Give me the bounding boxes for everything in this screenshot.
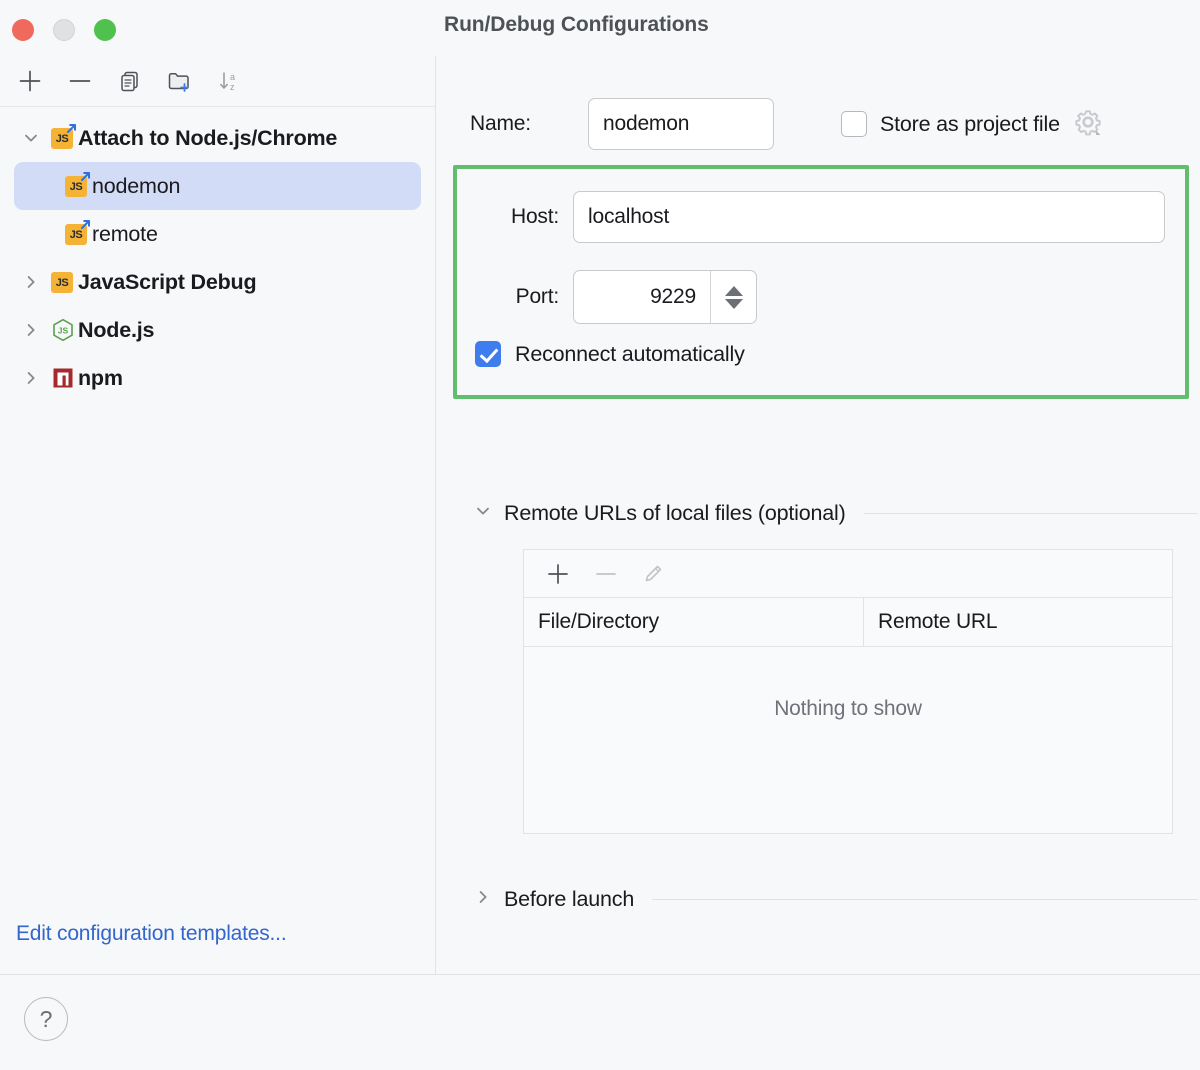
- tree-item-nodemon[interactable]: JS nodemon: [14, 162, 421, 210]
- column-header-file-directory: File/Directory: [524, 598, 864, 646]
- window-titlebar: Run/Debug Configurations: [0, 0, 1200, 56]
- section-divider: [863, 513, 1198, 514]
- host-label: Host:: [510, 205, 559, 228]
- before-launch-section-title: Before launch: [504, 887, 635, 911]
- tree-item-javascript-debug[interactable]: JS JavaScript Debug: [14, 258, 421, 306]
- section-divider: [652, 899, 1198, 900]
- tree-item-label: Node.js: [78, 317, 155, 342]
- tree-item-label: npm: [78, 365, 123, 390]
- tree-item-label: JavaScript Debug: [78, 269, 257, 294]
- reconnect-automatically-checkbox[interactable]: [475, 341, 501, 367]
- nodejs-icon: JS: [48, 318, 78, 343]
- tree-item-remote[interactable]: JS remote: [14, 210, 421, 258]
- configurations-panel: a z JS Attach to Node.js/Chrome: [0, 56, 436, 974]
- store-as-project-file-row[interactable]: Store as project file: [841, 96, 1103, 152]
- gear-icon[interactable]: [1073, 107, 1103, 142]
- port-stepper[interactable]: [573, 270, 757, 324]
- new-folder-button[interactable]: [158, 61, 202, 101]
- chevron-right-icon[interactable]: [14, 273, 48, 291]
- js-attach-icon: JS: [48, 124, 78, 150]
- remove-mapping-button[interactable]: [584, 554, 628, 594]
- attach-options-highlight-box: Host: Port: Reconnect automatically: [453, 165, 1189, 399]
- before-launch-section-header[interactable]: Before launch: [474, 887, 1198, 912]
- js-attach-icon: JS: [62, 172, 92, 198]
- traffic-lights: [12, 19, 116, 41]
- reconnect-automatically-label: Reconnect automatically: [515, 341, 745, 366]
- svg-text:z: z: [230, 82, 235, 92]
- close-window-button[interactable]: [12, 19, 34, 41]
- add-configuration-button[interactable]: [8, 61, 52, 101]
- help-button[interactable]: ?: [24, 997, 68, 1041]
- pencil-icon[interactable]: [632, 554, 676, 594]
- remote-urls-table-header: File/Directory Remote URL: [524, 598, 1172, 647]
- remote-urls-table-toolbar: [524, 550, 1172, 598]
- port-decrement-button[interactable]: [724, 298, 743, 309]
- svg-text:JS: JS: [58, 325, 69, 335]
- tree-item-label: remote: [92, 221, 158, 246]
- configurations-toolbar: a z: [0, 56, 435, 107]
- minimize-window-button[interactable]: [53, 19, 75, 41]
- js-attach-icon: JS: [62, 220, 92, 246]
- dialog-button-bar: ? Debug Cancel: [0, 974, 1200, 1070]
- tree-item-label: Attach to Node.js/Chrome: [78, 125, 338, 150]
- host-input[interactable]: [573, 191, 1165, 243]
- remote-urls-section-title: Remote URLs of local files (optional): [504, 501, 846, 525]
- configuration-editor-panel: Name: Store as project file Host: Port:: [436, 56, 1200, 974]
- name-input[interactable]: [588, 98, 774, 150]
- remote-urls-empty-state: Nothing to show: [774, 697, 922, 720]
- copy-configuration-button[interactable]: [108, 61, 152, 101]
- host-row: Host:: [457, 189, 1185, 245]
- tree-item-npm[interactable]: npm: [14, 354, 421, 402]
- store-as-project-file-checkbox[interactable]: [841, 111, 867, 137]
- port-row: Port:: [457, 269, 1185, 325]
- edit-configuration-templates-link[interactable]: Edit configuration templates...: [16, 922, 287, 945]
- remove-configuration-button[interactable]: [58, 61, 102, 101]
- chevron-down-icon[interactable]: [474, 502, 492, 525]
- add-mapping-button[interactable]: [536, 554, 580, 594]
- port-input[interactable]: [574, 271, 710, 323]
- reconnect-automatically-row[interactable]: Reconnect automatically: [475, 341, 745, 367]
- tree-item-nodejs[interactable]: JS Node.js: [14, 306, 421, 354]
- chevron-right-icon[interactable]: [474, 888, 492, 911]
- chevron-right-icon[interactable]: [14, 369, 48, 387]
- store-as-project-file-label: Store as project file: [880, 111, 1060, 136]
- tree-item-label: nodemon: [92, 173, 181, 198]
- svg-text:a: a: [230, 72, 235, 82]
- sort-configurations-button[interactable]: a z: [208, 61, 252, 101]
- tree-item-attach-to-nodejs-chrome[interactable]: JS Attach to Node.js/Chrome: [14, 114, 421, 162]
- configurations-tree[interactable]: JS Attach to Node.js/Chrome JS nodemon: [0, 114, 435, 402]
- chevron-down-icon[interactable]: [14, 129, 48, 147]
- port-increment-button[interactable]: [724, 285, 743, 296]
- remote-urls-section-header[interactable]: Remote URLs of local files (optional): [474, 501, 1198, 526]
- name-row: Name:: [436, 96, 1200, 152]
- npm-icon: [48, 366, 78, 390]
- remote-urls-table: File/Directory Remote URL Nothing to sho…: [523, 549, 1173, 834]
- maximize-window-button[interactable]: [94, 19, 116, 41]
- port-stepper-buttons[interactable]: [710, 271, 756, 323]
- column-header-remote-url: Remote URL: [878, 610, 998, 633]
- name-label: Name:: [470, 112, 531, 135]
- port-label: Port:: [515, 285, 560, 308]
- js-icon: JS: [48, 270, 78, 294]
- window-title: Run/Debug Configurations: [444, 13, 709, 36]
- chevron-right-icon[interactable]: [14, 321, 48, 339]
